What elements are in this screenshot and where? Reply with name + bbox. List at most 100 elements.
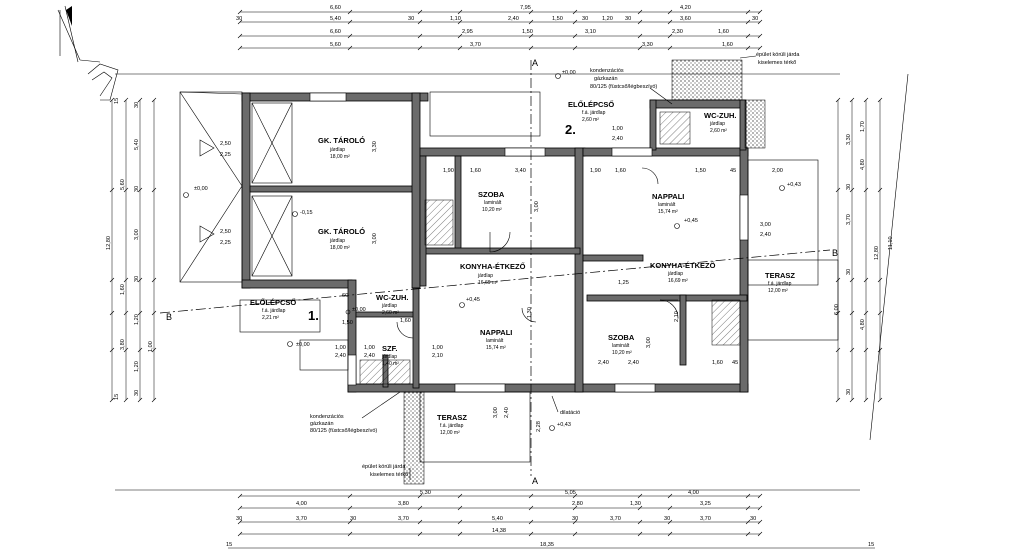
note-walkway-top-2: kiselemes térkő xyxy=(758,60,796,66)
level-marker-icon xyxy=(292,211,298,217)
note-boiler-bottom-1: kondenzációs xyxy=(310,414,344,420)
dim-bot-3-a: 30 xyxy=(236,516,242,522)
dim-tr-f: 3,00 xyxy=(760,222,771,228)
room-area-wc-zuh-1: 2,60 m² xyxy=(382,310,399,316)
dim-left-mid-a: 5,60 xyxy=(120,179,126,190)
dim-bot-3-e: 5,40 xyxy=(492,516,503,522)
dimension-tick xyxy=(667,493,673,499)
dim-bot-3-d: 3,70 xyxy=(398,516,409,522)
dimension-tick xyxy=(877,187,883,193)
room-floor-gk-tarolo-2: járdlap xyxy=(329,238,345,244)
dimension-tick xyxy=(417,33,423,39)
room-area-nappali-1: 15,74 m² xyxy=(486,345,506,351)
room-area-gk-tarolo-1: 18,00 m² xyxy=(330,154,350,160)
dimension-tick xyxy=(745,33,751,39)
note-boiler-top-3: 80/125 (füstcső/légbeszívó) xyxy=(590,84,657,90)
level-marker-icon xyxy=(183,192,189,198)
level-plus-045-a: +0,45 xyxy=(466,297,480,303)
room-name-gk-tarolo-2: GK. TÁROLÓ xyxy=(318,227,365,236)
dimension-tick xyxy=(417,519,423,525)
dimension-tick xyxy=(757,505,763,511)
dim-szoba2-c: 2,40 xyxy=(628,360,639,366)
dim-tr-a: 1,90 xyxy=(590,168,601,174)
dim-left-detail-g: 1,00 xyxy=(148,341,154,352)
room-name-szoba-1: SZOBA xyxy=(478,190,505,199)
dim-left-detail-b: 5,40 xyxy=(134,139,140,150)
dimension-tick xyxy=(637,493,643,499)
dim-bot-3-i: 3,70 xyxy=(700,516,711,522)
dim-szoba1-c: 3,40 xyxy=(515,168,526,174)
dim-g-h1: 3,30 xyxy=(372,141,378,152)
dimension-tick xyxy=(757,19,763,25)
dimension-tick xyxy=(863,310,869,316)
room-area-szf: 1,40 m² xyxy=(382,361,399,367)
dimension-tick xyxy=(347,519,353,525)
north-arrow-icon xyxy=(57,5,81,63)
dimension-tick xyxy=(237,531,243,537)
dimension-ticks xyxy=(109,9,883,537)
garage-ramp xyxy=(179,91,293,283)
dimension-tick xyxy=(637,45,643,51)
room-area-wc-zuh-2: 2,60 m² xyxy=(710,128,727,134)
dim-entry-c: 1,00 xyxy=(335,345,346,351)
dim-right-detail-c: 30 xyxy=(846,184,852,190)
dimension-tick xyxy=(877,347,883,353)
section-label-b-left: B xyxy=(166,312,172,322)
dim-bot-3-g: 3,70 xyxy=(610,516,621,522)
dim-bot-1-c: 4,00 xyxy=(688,490,699,496)
dimension-tick xyxy=(572,505,578,511)
dimension-tick xyxy=(417,531,423,537)
dimension-tick xyxy=(109,310,115,316)
dimension-tick xyxy=(745,505,751,511)
dimension-tick xyxy=(151,187,157,193)
level-plus-043-b: +0,43 xyxy=(557,422,571,428)
room-floor-szoba-2: laminált xyxy=(612,343,630,349)
dim-szoba2-a: 2,40 xyxy=(598,360,609,366)
dimension-tick xyxy=(757,45,763,51)
dimension-tick xyxy=(572,493,578,499)
room-name-szoba-2: SZOBA xyxy=(608,333,635,342)
dim-tr-c: 45 xyxy=(730,168,736,174)
room-name-nappali-2: NAPPALI xyxy=(652,192,684,201)
dimension-tick xyxy=(745,531,751,537)
room-floor-elolepcso-1: f.á. járdlap xyxy=(262,308,286,314)
dimension-tick xyxy=(137,397,143,403)
dimension-tick xyxy=(745,9,751,15)
room-floor-elolepcso-2: f.á. járdlap xyxy=(582,110,606,116)
dim-bot-2-e: 3,25 xyxy=(700,501,711,507)
dim-top-3-b: 2,95 xyxy=(462,29,473,35)
dim-terasz-a: 3,00 xyxy=(493,407,499,418)
dim-bot-1-a: 5,30 xyxy=(420,490,431,496)
dimension-tick xyxy=(863,347,869,353)
dimension-tick xyxy=(237,19,243,25)
dimension-tick xyxy=(528,9,534,15)
room-name-terasz-1: TERASZ xyxy=(437,413,467,422)
dim-konyha1-b: 1,25 xyxy=(618,280,629,286)
room-floor-nappali-2: laminált xyxy=(658,202,676,208)
room-floor-terasz-2: f.á. járdlap xyxy=(768,281,792,287)
dim-left-mid-c: 3,80 xyxy=(120,339,126,350)
dimension-tick xyxy=(667,531,673,537)
dim-tr-g: 2,40 xyxy=(760,232,771,238)
room-floor-gk-tarolo-1: járdlap xyxy=(329,147,345,153)
dim-left-detail-d: 3,00 xyxy=(134,229,140,240)
dim-left-edge-b: 15 xyxy=(114,394,120,400)
room-floor-szf: járdlap xyxy=(381,354,397,360)
dim-tr-e: 1,50 xyxy=(695,168,706,174)
dimension-tick xyxy=(137,187,143,193)
note-boiler-top-1: kondenzációs xyxy=(590,68,624,74)
level-plus-043-a: +0,43 xyxy=(787,182,801,188)
dim-top-3-e: 2,30 xyxy=(672,29,683,35)
dimension-tick xyxy=(457,531,463,537)
dimension-tick xyxy=(757,9,763,15)
dimension-tick xyxy=(417,505,423,511)
dim-bot-3-h: 30 xyxy=(664,516,670,522)
dimension-tick xyxy=(745,45,751,51)
dim-top-4-b: 3,70 xyxy=(470,42,481,48)
room-floor-wc-zuh-1: járdlap xyxy=(381,303,397,309)
room-area-nappali-2: 15,74 m² xyxy=(658,209,678,215)
dimension-tick xyxy=(417,45,423,51)
dim-bot-3-j: 30 xyxy=(750,516,756,522)
dimension-tick xyxy=(123,397,129,403)
dimension-tick xyxy=(849,397,855,403)
